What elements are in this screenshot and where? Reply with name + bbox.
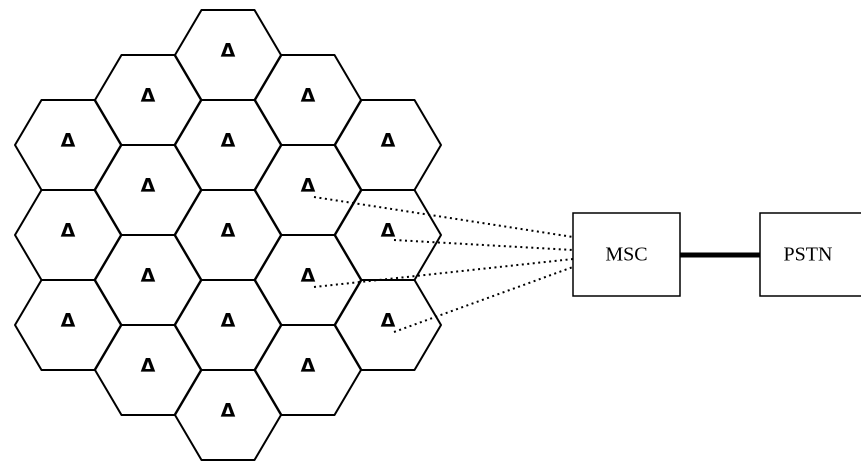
pstn-box (759, 212, 861, 297)
base-station-icon: Δ (381, 130, 396, 152)
hex-cell (174, 369, 282, 461)
pstn-node: PSTN (759, 212, 861, 297)
base-station-icon: Δ (221, 130, 236, 152)
msc-label: MSC (605, 244, 647, 266)
base-station-icon: Δ (61, 310, 76, 332)
bts-msc-links (313, 196, 574, 333)
msc-box (572, 212, 681, 297)
base-station-icon: Δ (301, 355, 316, 377)
link-cell-2 (393, 239, 574, 251)
base-station-icon: Δ (141, 175, 156, 197)
base-station-icon: Δ (301, 265, 316, 287)
base-station-icon: Δ (381, 220, 396, 242)
hex-cell-grid: Δ Δ Δ Δ Δ Δ Δ Δ Δ Δ Δ Δ Δ Δ Δ Δ Δ Δ Δ (14, 9, 442, 461)
link-cell-4 (393, 266, 574, 333)
base-station-icon: Δ (381, 310, 396, 332)
base-station-icon: Δ (221, 40, 236, 62)
base-station-icon: Δ (141, 265, 156, 287)
base-station-icon: Δ (141, 85, 156, 107)
base-station-icon: Δ (221, 220, 236, 242)
base-station-icon: Δ (221, 310, 236, 332)
base-station-icon: Δ (221, 400, 236, 422)
base-station-icon: Δ (301, 85, 316, 107)
base-station-icon: Δ (61, 220, 76, 242)
base-station-icon: Δ (141, 355, 156, 377)
base-station-icon: Δ (301, 175, 316, 197)
base-station-icon: Δ (61, 130, 76, 152)
msc-node: MSC (572, 212, 681, 297)
pstn-label: PSTN (784, 244, 833, 266)
